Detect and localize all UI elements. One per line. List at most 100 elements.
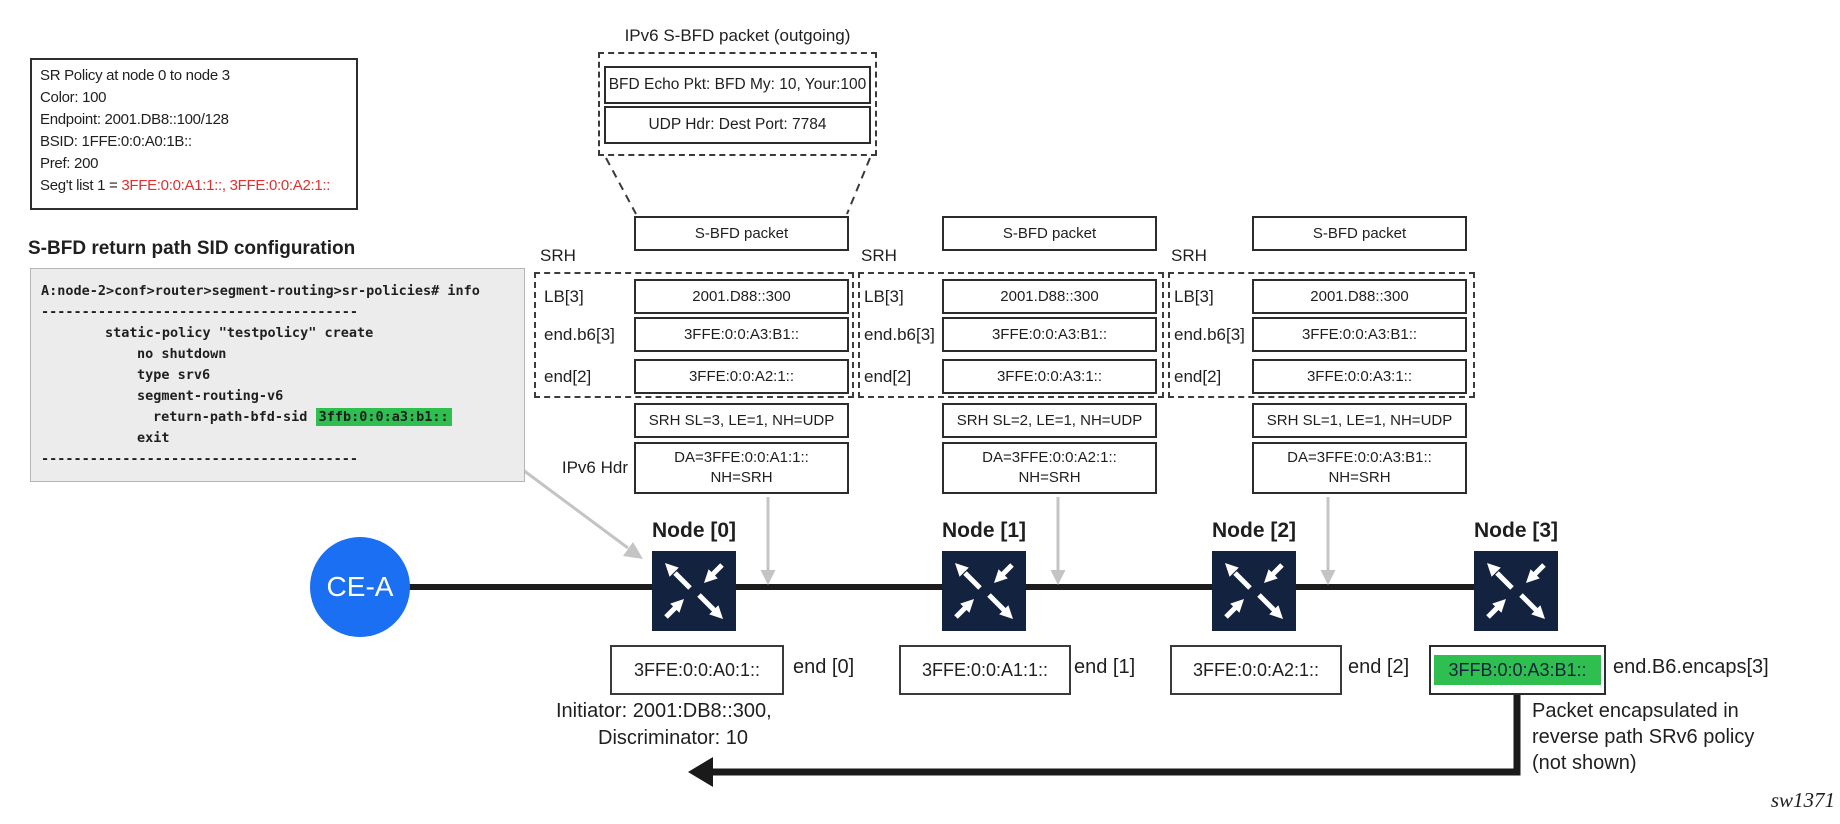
policy-line: BSID: 1FFE:0:0:A0:1B:: bbox=[40, 133, 192, 150]
node-function-label: end [2] bbox=[1348, 656, 1410, 678]
policy-line: Endpoint: 2001.DB8::100/128 bbox=[40, 111, 229, 128]
initiator-line2: Discriminator: 10 bbox=[598, 727, 749, 749]
node-function-label: end.B6.encaps[3] bbox=[1613, 656, 1769, 678]
return-path-prefix: return-path-bfd-sid bbox=[153, 409, 316, 425]
ipv6-hdr-box: DA=3FFE:0:0:A3:B1:: NH=SRH bbox=[1252, 442, 1467, 494]
cli-line-return-path: return-path-bfd-sid 3ffb:0:0:a3:b1:: bbox=[153, 407, 514, 428]
cli-line-no-shutdown: no shutdown bbox=[137, 346, 227, 362]
ipv6-hdr-label: IPv6 Hdr bbox=[561, 458, 628, 477]
segment-value-box: 3FFE:0:0:A3:B1:: bbox=[1252, 317, 1467, 352]
segment-label: LB[3] bbox=[544, 287, 584, 306]
segment-label: end.b6[3] bbox=[864, 325, 935, 344]
initiator-line1: Initiator: 2001:DB8::300, bbox=[556, 700, 772, 722]
cli-divider: --------------------------------------- bbox=[41, 304, 358, 320]
segment-value-box: 3FFE:0:0:A3:1:: bbox=[1252, 359, 1467, 394]
node-sid-box: 3FFE:0:0:A1:1:: bbox=[899, 645, 1071, 695]
ipv6-da: DA=3FFE:0:0:A3:B1:: bbox=[1287, 449, 1432, 466]
node-label: Node [2] bbox=[1212, 519, 1296, 542]
sbfd-packet-header: S-BFD packet bbox=[1252, 216, 1467, 251]
srh-info-box: SRH SL=2, LE=1, NH=UDP bbox=[942, 403, 1157, 438]
segment-value-box: 3FFE:0:0:A2:1:: bbox=[634, 359, 849, 394]
srh-info-box: SRH SL=1, LE=1, NH=UDP bbox=[1252, 403, 1467, 438]
cli-line-exit: exit bbox=[137, 430, 170, 446]
router-node-1 bbox=[942, 551, 1026, 631]
cli-line-srv6: segment-routing-v6 bbox=[137, 388, 284, 404]
ipv6-nh: NH=SRH bbox=[710, 469, 773, 486]
ipv6-da: DA=3FFE:0:0:A2:1:: bbox=[982, 449, 1117, 466]
config-heading: S-BFD return path SID configuration bbox=[28, 238, 356, 259]
ipv6-nh: NH=SRH bbox=[1328, 469, 1391, 486]
cli-divider: --------------------------------------- bbox=[41, 451, 358, 467]
segment-label: end[2] bbox=[544, 367, 592, 386]
initiator-annotation: Initiator: 2001:DB8::300, Discriminator:… bbox=[556, 698, 772, 752]
reverse-path-arrow bbox=[688, 694, 1521, 787]
ipv6-nh: NH=SRH bbox=[1018, 469, 1081, 486]
figure-id: sw1371 bbox=[1770, 788, 1835, 812]
srh-label: SRH bbox=[1171, 246, 1207, 265]
srh-dashed-box-0 bbox=[534, 272, 854, 398]
node-label: Node [0] bbox=[652, 519, 736, 542]
ipv6-da: DA=3FFE:0:0:A1:1:: bbox=[674, 449, 809, 466]
cli-line-type: type srv6 bbox=[137, 367, 211, 383]
segment-label: LB[3] bbox=[864, 287, 904, 306]
ce-a-node: CE-A bbox=[310, 537, 410, 637]
segment-value-box: 2001.D88::300 bbox=[634, 279, 849, 314]
segment-label: end[2] bbox=[864, 367, 912, 386]
reverse-note-line: Packet encapsulated in bbox=[1532, 700, 1739, 722]
cli-prompt: A:node-2>conf>router>segment-routing>sr-… bbox=[41, 283, 480, 299]
segment-label: LB[3] bbox=[1174, 287, 1214, 306]
ipv6-hdr-box: DA=3FFE:0:0:A2:1:: NH=SRH bbox=[942, 442, 1157, 494]
sbfd-packet-header: S-BFD packet bbox=[634, 216, 849, 251]
router-node-3 bbox=[1474, 551, 1558, 631]
node-sid-box: 3FFE:0:0:A2:1:: bbox=[1170, 645, 1342, 695]
node-label: Node [1] bbox=[942, 519, 1026, 542]
config-to-node0-arrow bbox=[522, 468, 643, 559]
srh-dashed-box-1 bbox=[858, 272, 1164, 398]
policy-line: SR Policy at node 0 to node 3 bbox=[40, 67, 230, 84]
policy-line: Color: 100 bbox=[40, 89, 107, 106]
udp-hdr-box: UDP Hdr: Dest Port: 7784 bbox=[604, 106, 871, 144]
segment-label: end.b6[3] bbox=[1174, 325, 1245, 344]
packet-travel-arrows bbox=[760, 497, 1336, 585]
policy-line: Pref: 200 bbox=[40, 155, 99, 172]
srh-label: SRH bbox=[861, 246, 897, 265]
reverse-note-line: reverse path SRv6 policy bbox=[1532, 726, 1755, 748]
cli-line-static-policy: static-policy "testpolicy" create bbox=[105, 325, 374, 341]
sbfd-packet-header: S-BFD packet bbox=[942, 216, 1157, 251]
reverse-note-line: (not shown) bbox=[1532, 752, 1637, 774]
seg-list-value: 3FFE:0:0:A1:1::, 3FFE:0:0:A2:1:: bbox=[121, 177, 331, 194]
router-icon bbox=[942, 551, 1026, 631]
node-function-label: end [0] bbox=[793, 656, 855, 678]
segment-label: end.b6[3] bbox=[544, 325, 615, 344]
segment-value-box: 2001.D88::300 bbox=[942, 279, 1157, 314]
segment-value-box: 3FFE:0:0:A3:1:: bbox=[942, 359, 1157, 394]
srh-dashed-box-2 bbox=[1168, 272, 1475, 398]
srh-label: SRH bbox=[540, 246, 576, 265]
segment-label: end[2] bbox=[1174, 367, 1222, 386]
bfd-echo-box: BFD Echo Pkt: BFD My: 10, Your:100 bbox=[604, 66, 871, 104]
ipv6-hdr-box: DA=3FFE:0:0:A1:1:: NH=SRH bbox=[634, 442, 849, 494]
cli-console-box: A:node-2>conf>router>segment-routing>sr-… bbox=[30, 268, 525, 482]
seg-list-prefix: Seg't list 1 = bbox=[40, 177, 122, 194]
router-icon bbox=[1212, 551, 1296, 631]
reverse-path-note: Packet encapsulated in reverse path SRv6… bbox=[1532, 698, 1754, 776]
node-sid-box: 3FFE:0:0:A0:1:: bbox=[610, 645, 784, 695]
router-icon bbox=[652, 551, 736, 631]
segment-value-box: 2001.D88::300 bbox=[1252, 279, 1467, 314]
node-sid-box-highlighted: 3FFB:0:0:A3:B1:: bbox=[1429, 645, 1606, 695]
router-node-2 bbox=[1212, 551, 1296, 631]
policy-seg-list-line: Seg't list 1 = 3FFE:0:0:A1:1::, 3FFE:0:0… bbox=[40, 175, 348, 197]
outgoing-packet-title: IPv6 S-BFD packet (outgoing) bbox=[624, 26, 851, 45]
segment-value-box: 3FFE:0:0:A3:B1:: bbox=[634, 317, 849, 352]
srh-info-box: SRH SL=3, LE=1, NH=UDP bbox=[634, 403, 849, 438]
segment-value-box: 3FFE:0:0:A3:B1:: bbox=[942, 317, 1157, 352]
funnel-dashed-lines bbox=[605, 157, 871, 215]
highlighted-sid-value: 3FFB:0:0:A3:B1:: bbox=[1434, 655, 1601, 685]
outgoing-packet-dashed-box bbox=[598, 52, 877, 156]
sr-policy-info-box: SR Policy at node 0 to node 3 Color: 100… bbox=[30, 58, 358, 210]
node-label: Node [3] bbox=[1474, 519, 1558, 542]
router-node-0 bbox=[652, 551, 736, 631]
return-path-sid-highlight: 3ffb:0:0:a3:b1:: bbox=[315, 408, 452, 426]
